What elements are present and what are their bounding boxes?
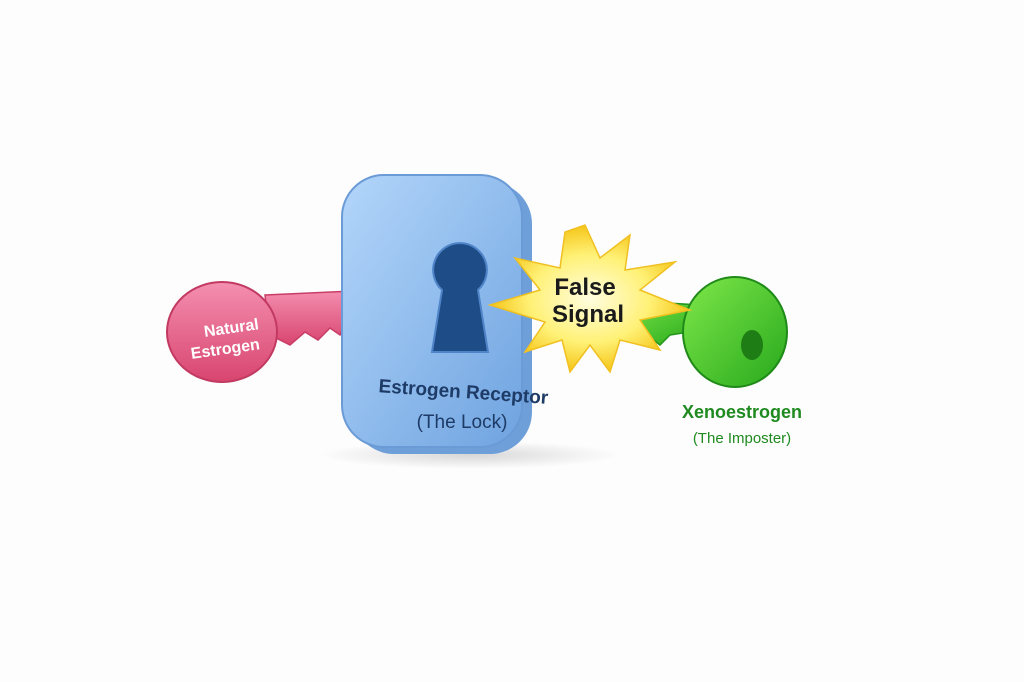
xenoestrogen-subtitle: (The Imposter) <box>693 430 791 447</box>
lock-subtitle: (The Lock) <box>417 412 508 433</box>
estrogen-receptor-lock <box>341 174 532 454</box>
keyhole-icon <box>430 241 490 353</box>
false-signal-burst <box>487 224 693 374</box>
xenoestrogen-title: Xenoestrogen <box>682 402 802 422</box>
false-signal-line1: False <box>554 274 615 301</box>
false-signal-line2: Signal <box>552 301 624 328</box>
